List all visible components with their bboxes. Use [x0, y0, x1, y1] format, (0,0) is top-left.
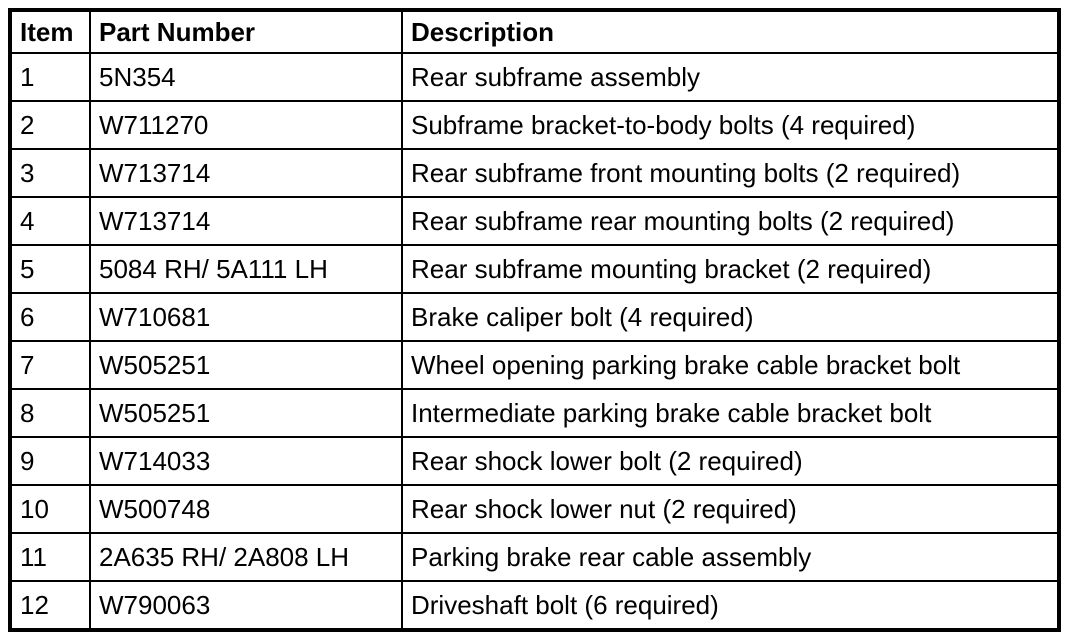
- part-number-cell: 2A635 RH/ 2A808 LH: [89, 532, 403, 582]
- part-number-cell: W500748: [89, 484, 403, 534]
- part-number-cell: W713714: [89, 148, 403, 198]
- item-cell: 9: [9, 436, 91, 486]
- item-cell: 3: [9, 148, 91, 198]
- table-row: 4 W713714 Rear subframe rear mounting bo…: [9, 196, 1060, 246]
- part-number-cell: 5084 RH/ 5A111 LH: [89, 244, 403, 294]
- description-cell: Brake caliper bolt (4 required): [401, 292, 1060, 342]
- item-cell: 1: [9, 52, 91, 102]
- item-cell: 4: [9, 196, 91, 246]
- description-cell: Wheel opening parking brake cable bracke…: [401, 340, 1060, 390]
- table-row: 9 W714033 Rear shock lower bolt (2 requi…: [9, 436, 1060, 486]
- table-row: 5 5084 RH/ 5A111 LH Rear subframe mounti…: [9, 244, 1060, 294]
- description-cell: Driveshaft bolt (6 required): [401, 580, 1060, 631]
- column-header-part-number: Part Number: [89, 9, 403, 54]
- table-header-row: Item Part Number Description: [9, 9, 1060, 54]
- description-cell: Rear subframe assembly: [401, 52, 1060, 102]
- item-cell: 11: [9, 532, 91, 582]
- part-number-cell: W790063: [89, 580, 403, 631]
- table-row: 8 W505251 Intermediate parking brake cab…: [9, 388, 1060, 438]
- item-cell: 6: [9, 292, 91, 342]
- table-row: 11 2A635 RH/ 2A808 LH Parking brake rear…: [9, 532, 1060, 582]
- item-cell: 10: [9, 484, 91, 534]
- table-row: 2 W711270 Subframe bracket-to-body bolts…: [9, 100, 1060, 150]
- item-cell: 7: [9, 340, 91, 390]
- item-cell: 5: [9, 244, 91, 294]
- part-number-cell: 5N354: [89, 52, 403, 102]
- parts-table: Item Part Number Description 1 5N354 Rea…: [8, 8, 1061, 632]
- part-number-cell: W711270: [89, 100, 403, 150]
- part-number-cell: W714033: [89, 436, 403, 486]
- item-cell: 8: [9, 388, 91, 438]
- column-header-description: Description: [401, 9, 1060, 54]
- part-number-cell: W710681: [89, 292, 403, 342]
- table-row: 6 W710681 Brake caliper bolt (4 required…: [9, 292, 1060, 342]
- part-number-cell: W505251: [89, 388, 403, 438]
- table-row: 7 W505251 Wheel opening parking brake ca…: [9, 340, 1060, 390]
- table-row: 3 W713714 Rear subframe front mounting b…: [9, 148, 1060, 198]
- part-number-cell: W713714: [89, 196, 403, 246]
- description-cell: Rear subframe rear mounting bolts (2 req…: [401, 196, 1060, 246]
- description-cell: Intermediate parking brake cable bracket…: [401, 388, 1060, 438]
- description-cell: Rear subframe front mounting bolts (2 re…: [401, 148, 1060, 198]
- item-cell: 12: [9, 580, 91, 631]
- description-cell: Subframe bracket-to-body bolts (4 requir…: [401, 100, 1060, 150]
- column-header-item: Item: [9, 9, 91, 54]
- table-row: 12 W790063 Driveshaft bolt (6 required): [9, 580, 1060, 631]
- description-cell: Parking brake rear cable assembly: [401, 532, 1060, 582]
- table-row: 10 W500748 Rear shock lower nut (2 requi…: [9, 484, 1060, 534]
- description-cell: Rear shock lower bolt (2 required): [401, 436, 1060, 486]
- table-row: 1 5N354 Rear subframe assembly: [9, 52, 1060, 102]
- item-cell: 2: [9, 100, 91, 150]
- description-cell: Rear shock lower nut (2 required): [401, 484, 1060, 534]
- part-number-cell: W505251: [89, 340, 403, 390]
- description-cell: Rear subframe mounting bracket (2 requir…: [401, 244, 1060, 294]
